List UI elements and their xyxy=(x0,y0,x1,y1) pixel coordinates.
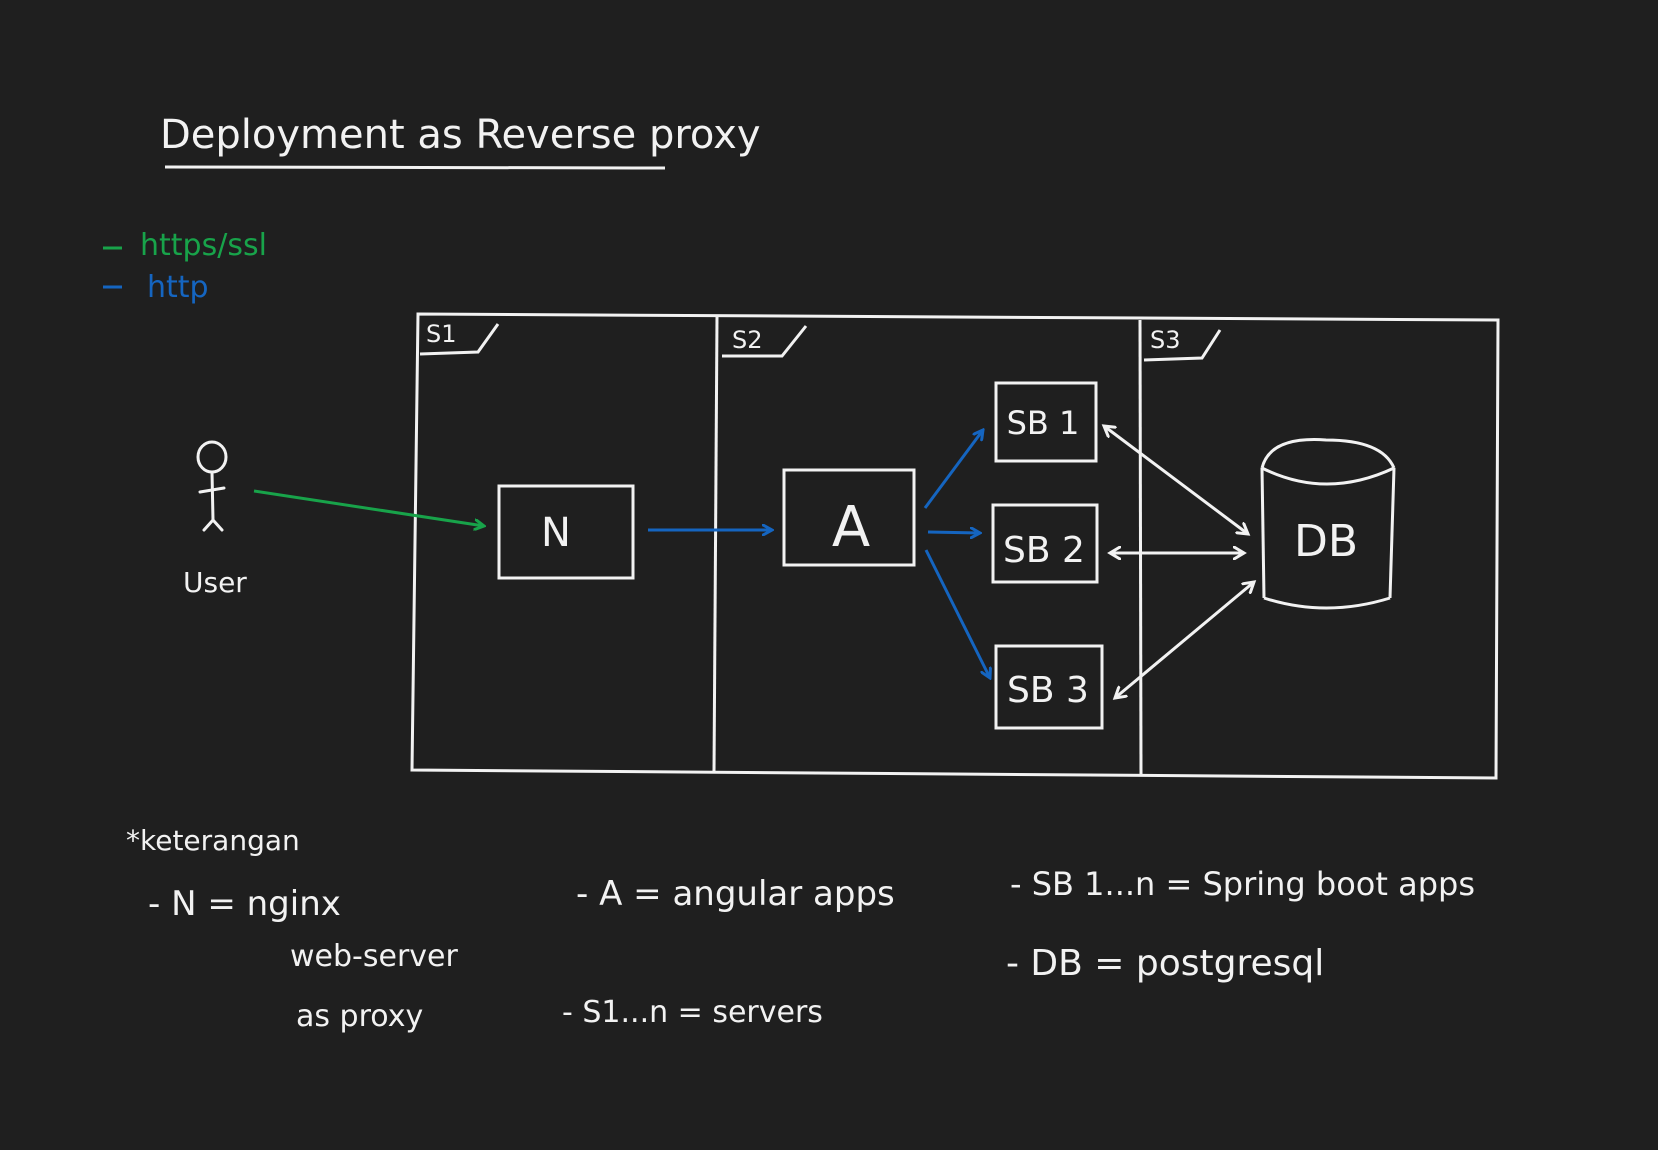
user-actor: User xyxy=(183,440,247,599)
node-db: DB xyxy=(1260,438,1396,610)
node-sb1-label: SB 1 xyxy=(1007,404,1080,442)
server-s1: S1 xyxy=(419,320,500,356)
edge-angular-sb2 xyxy=(927,532,980,533)
note-springboot: - SB 1...n = Spring boot apps xyxy=(1010,865,1475,903)
notes: *keterangan - N = nginx web-server as pr… xyxy=(126,824,1475,1034)
server-s2: S2 xyxy=(722,325,808,358)
node-sb3: SB 3 xyxy=(994,644,1104,730)
server-s3: S3 xyxy=(1143,326,1222,362)
note-nginx-line1: - N = nginx xyxy=(148,884,341,924)
edge-angular-sb1 xyxy=(923,430,983,509)
title-underline xyxy=(164,165,666,170)
note-angular: - A = angular apps xyxy=(576,874,895,914)
server-s3-label: S3 xyxy=(1150,326,1181,354)
edge-sb1-db xyxy=(1104,426,1248,534)
note-nginx-line2: web-server xyxy=(290,939,458,974)
node-db-label: DB xyxy=(1294,516,1358,567)
node-sb2: SB 2 xyxy=(991,503,1099,584)
legend: https/ssl http xyxy=(103,228,267,305)
edge-sb3-db xyxy=(1115,582,1254,698)
node-sb2-label: SB 2 xyxy=(1003,530,1085,571)
node-angular-label: A xyxy=(832,495,870,560)
node-nginx-label: N xyxy=(541,510,571,556)
note-nginx-line3: as proxy xyxy=(296,999,423,1034)
user-label: User xyxy=(183,566,247,599)
note-db: - DB = postgresql xyxy=(1006,943,1324,984)
legend-http-label: http xyxy=(147,270,209,305)
node-nginx: N xyxy=(497,484,635,580)
notes-heading: *keterangan xyxy=(126,824,300,857)
edge-angular-sb3 xyxy=(924,549,990,678)
server-s2-label: S2 xyxy=(732,326,763,354)
connections xyxy=(253,426,1254,698)
edge-user-nginx xyxy=(253,489,484,526)
node-sb3-label: SB 3 xyxy=(1007,670,1089,711)
diagram-title: Deployment as Reverse proxy xyxy=(160,112,761,158)
note-servers: - S1...n = servers xyxy=(562,995,823,1030)
node-angular: A xyxy=(782,468,916,567)
stick-figure-icon xyxy=(196,440,228,532)
legend-https-label: https/ssl xyxy=(140,228,267,263)
database-icon xyxy=(1260,438,1396,610)
node-sb1: SB 1 xyxy=(994,381,1098,463)
server-s1-label: S1 xyxy=(426,320,457,348)
